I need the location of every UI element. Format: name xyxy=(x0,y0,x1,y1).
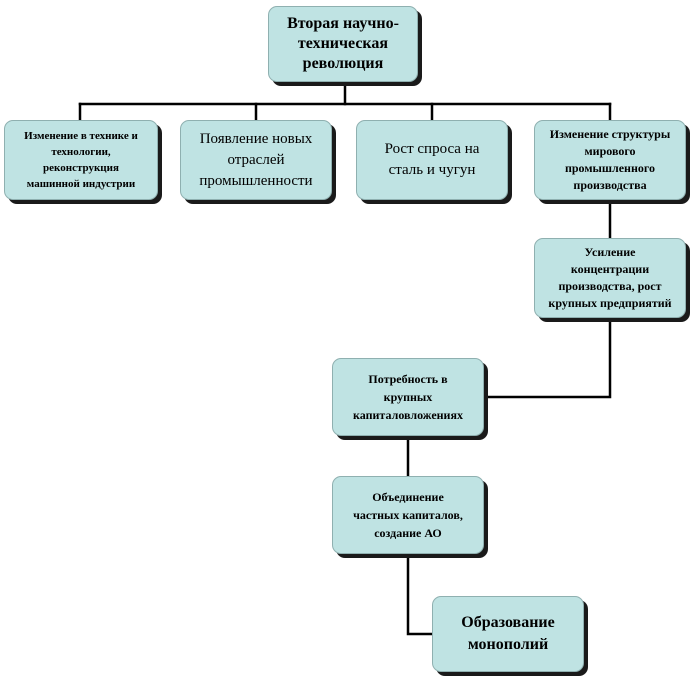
node-steel-demand: Рост спроса на сталь и чугун xyxy=(356,120,508,200)
node-new-industries: Появление новых отраслей промышленности xyxy=(180,120,332,200)
node-investment-need-label: Потребность в крупных капиталовложениях xyxy=(353,372,463,422)
node-monopolies-label: Образование монополий xyxy=(461,614,555,653)
node-structure-change-label: Изменение структуры мирового промышленно… xyxy=(549,127,671,192)
node-structure-change: Изменение структуры мирового промышленно… xyxy=(534,120,686,200)
node-investment-need: Потребность в крупных капиталовложениях xyxy=(332,358,484,436)
node-concentration-label: Усиление концентрации производства, рост… xyxy=(548,245,672,310)
node-root-label: Вторая научно- техническая революция xyxy=(287,15,399,72)
node-technology-changes-label: Изменение в технике и технологии, реконс… xyxy=(24,130,138,190)
node-steel-demand-label: Рост спроса на сталь и чугун xyxy=(384,141,480,178)
connector-e1-f1 xyxy=(406,552,434,636)
node-capital-merger-label: Объединение частных капиталов, создание … xyxy=(353,490,463,540)
node-capital-merger: Объединение частных капиталов, создание … xyxy=(332,476,484,554)
connector-c1-d1 xyxy=(482,316,612,399)
node-root: Вторая научно- техническая революция xyxy=(268,6,418,82)
node-new-industries-label: Появление новых отраслей промышленности xyxy=(199,130,313,189)
node-concentration: Усиление концентрации производства, рост… xyxy=(534,238,686,318)
node-monopolies: Образование монополий xyxy=(432,596,584,672)
node-technology-changes: Изменение в технике и технологии, реконс… xyxy=(4,120,158,200)
